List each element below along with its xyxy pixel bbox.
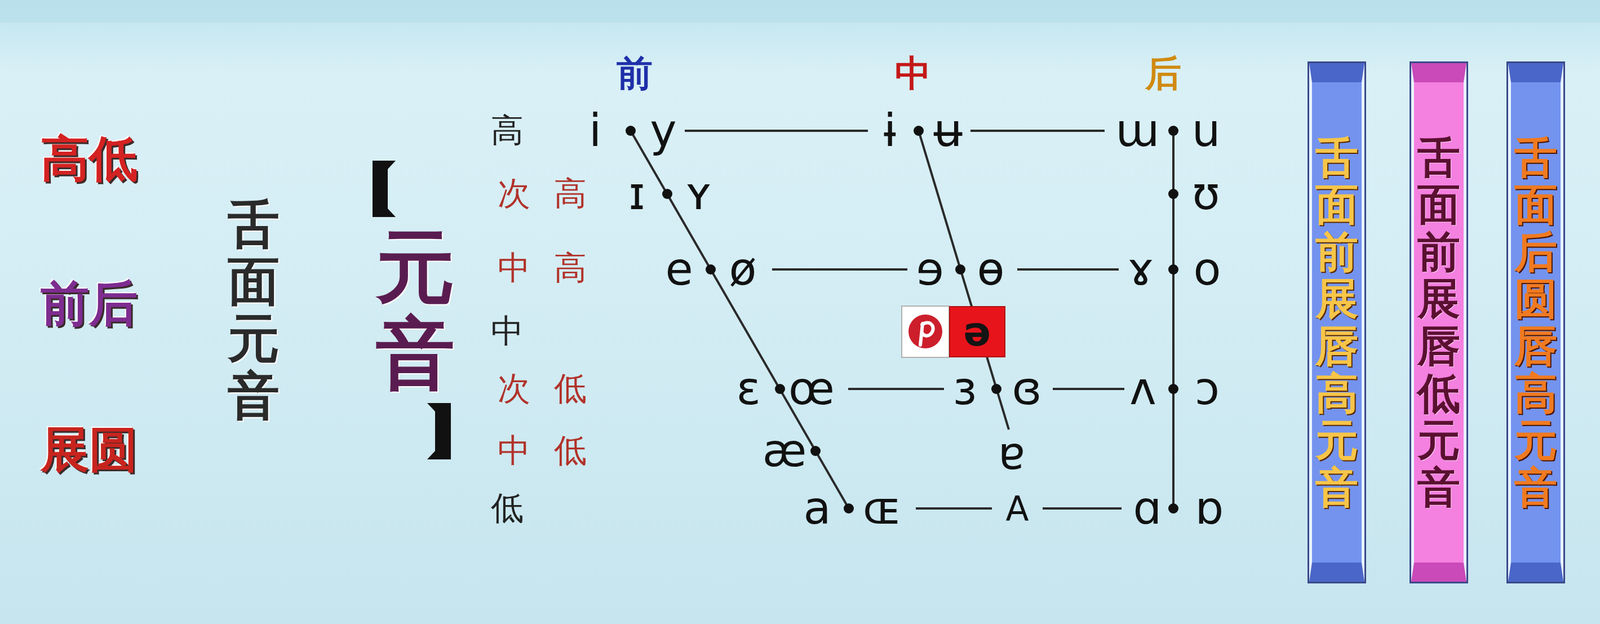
row-line bbox=[915, 507, 992, 510]
vowel-symbol: ʉ bbox=[933, 105, 963, 156]
vowel-symbol: ɨ bbox=[883, 105, 897, 156]
row-label: 中高 bbox=[473, 250, 611, 287]
banner-text: 舌面前展唇低元音 bbox=[1417, 134, 1461, 512]
vowel-symbol: œ bbox=[788, 364, 835, 414]
vowel-symbol: e bbox=[665, 244, 693, 295]
row-line bbox=[1052, 387, 1125, 390]
pin-icon-box bbox=[901, 306, 950, 358]
banner-scroll: 舌面后圆唇高元音 bbox=[1508, 63, 1564, 582]
vowel-symbol: æ bbox=[762, 426, 808, 476]
dot bbox=[1168, 125, 1179, 136]
vowel-symbol: ø bbox=[729, 244, 757, 295]
dot bbox=[1168, 503, 1179, 514]
vowel-symbol: ʌ bbox=[1129, 364, 1156, 414]
banner-text: 舌面前展唇高元音 bbox=[1315, 134, 1359, 512]
dot bbox=[810, 445, 821, 456]
vowel-symbol: ɯ bbox=[1115, 105, 1160, 156]
topic-label: 高低 bbox=[40, 131, 138, 186]
topic-label: 前后 bbox=[40, 276, 138, 331]
banner-scroll: 舌面前展唇高元音 bbox=[1309, 63, 1365, 582]
banner-text: 舌面后圆唇高元音 bbox=[1514, 134, 1558, 512]
vowel-symbol: ɛ bbox=[736, 364, 761, 414]
column-header: 前 bbox=[616, 53, 653, 93]
banner-scroll: 舌面前展唇低元音 bbox=[1411, 63, 1467, 582]
dot bbox=[662, 188, 673, 199]
vowel-symbol: ɶ bbox=[862, 483, 902, 534]
vowel-symbol: ɤ bbox=[1127, 244, 1155, 295]
vowel-symbol: ɒ bbox=[1195, 483, 1225, 534]
vowel-symbol: ɑ bbox=[1133, 483, 1163, 534]
dot bbox=[991, 383, 1002, 394]
vowel-symbol: ɘ bbox=[915, 244, 944, 295]
vowel-symbol: ɪ bbox=[628, 169, 646, 219]
row-line bbox=[848, 387, 944, 390]
topic-label: 展圆 bbox=[40, 422, 138, 477]
vowel-symbol: ɔ bbox=[1194, 364, 1220, 414]
vowel-symbol: A bbox=[1005, 489, 1029, 527]
pin-icon bbox=[908, 314, 943, 349]
chart-dots bbox=[625, 125, 1179, 514]
row-label: 中低 bbox=[473, 432, 611, 469]
dot bbox=[1168, 188, 1179, 199]
title-column: 元音 bbox=[375, 223, 455, 397]
row-line bbox=[684, 129, 868, 132]
pin-icon-mark bbox=[920, 322, 934, 345]
dot bbox=[1168, 264, 1179, 275]
vowel-symbol: o bbox=[1193, 244, 1222, 295]
row-line bbox=[1017, 268, 1119, 271]
dot bbox=[774, 383, 786, 394]
vowel-symbol: ɵ bbox=[977, 244, 1005, 295]
dot bbox=[843, 503, 854, 514]
row-label: 次高 bbox=[473, 175, 611, 212]
top-mist bbox=[0, 0, 1600, 23]
row-line bbox=[772, 268, 908, 271]
title-column: 舌面元音 bbox=[227, 196, 280, 425]
bracket-left bbox=[372, 160, 396, 217]
vowel-symbol: i bbox=[588, 105, 602, 156]
dot bbox=[913, 125, 924, 136]
vowel-symbol: ɐ bbox=[998, 428, 1026, 479]
row-label: 高 bbox=[490, 112, 524, 149]
vowel-symbol: y bbox=[649, 105, 677, 156]
bracket-right bbox=[427, 402, 451, 460]
highlight-box: ə bbox=[949, 306, 1006, 358]
dot bbox=[1168, 383, 1179, 394]
box-text: ə bbox=[963, 309, 992, 354]
vowel-symbol: ɞ bbox=[1011, 364, 1042, 414]
vowel-symbol: u bbox=[1191, 105, 1221, 156]
column-header: 中 bbox=[894, 53, 932, 93]
row-line bbox=[1042, 507, 1122, 510]
vowel-symbol: a bbox=[803, 483, 831, 534]
column-header: 后 bbox=[1145, 53, 1182, 93]
row-label: 中 bbox=[490, 313, 524, 350]
front-line bbox=[630, 130, 849, 509]
row-label: 次低 bbox=[473, 370, 611, 407]
vowel-symbol: ʏ bbox=[685, 169, 713, 219]
dot bbox=[705, 264, 716, 275]
chart-lines bbox=[630, 130, 1174, 509]
vowel-symbol: ɜ bbox=[953, 364, 978, 414]
vowel-symbol: ʊ bbox=[1191, 169, 1220, 219]
dot bbox=[955, 264, 966, 275]
row-line bbox=[970, 129, 1105, 132]
back-line bbox=[1172, 130, 1175, 509]
row-label: 低 bbox=[490, 490, 524, 527]
dot bbox=[625, 125, 636, 136]
